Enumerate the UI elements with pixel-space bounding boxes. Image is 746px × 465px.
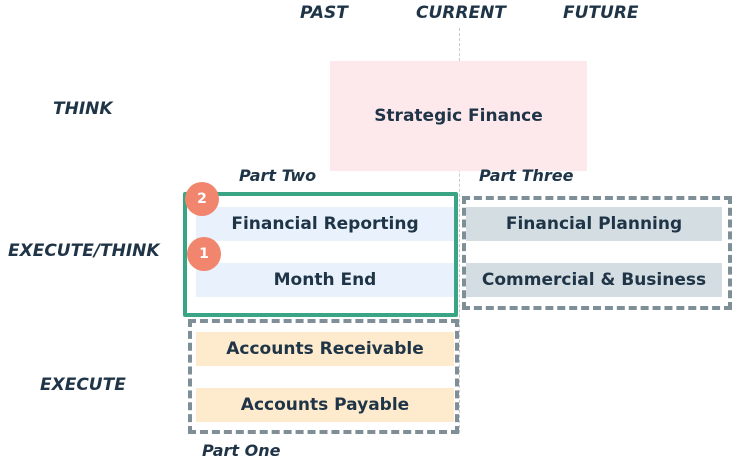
part-three-frame bbox=[462, 196, 732, 310]
financial-reporting-block: Financial Reporting bbox=[196, 207, 454, 241]
column-label-current: CURRENT bbox=[416, 3, 506, 23]
row-label-execute: EXECUTE bbox=[40, 375, 126, 395]
financial-planning-block: Financial Planning bbox=[466, 207, 722, 241]
accounts-receivable-block: Accounts Receivable bbox=[196, 332, 454, 366]
part-one-label: Part One bbox=[202, 441, 281, 460]
part-two-frame bbox=[183, 192, 458, 317]
month-end-block: Month End bbox=[196, 263, 454, 297]
row-label-execute-think: EXECUTE/THINK bbox=[8, 241, 160, 261]
part-three-label: Part Three bbox=[479, 166, 574, 185]
current-divider-line bbox=[459, 28, 460, 433]
step-badge-1: 1 bbox=[187, 237, 221, 271]
part-one-frame bbox=[188, 319, 459, 434]
accounts-payable-label: Accounts Payable bbox=[240, 395, 410, 415]
part-two-label: Part Two bbox=[239, 166, 317, 185]
financial-planning-label: Financial Planning bbox=[505, 214, 683, 234]
column-label-past: PAST bbox=[300, 3, 348, 23]
strategic-finance-block: Strategic Finance bbox=[330, 61, 587, 171]
commercial-business-block: Commercial & Business bbox=[466, 263, 722, 297]
accounts-payable-block: Accounts Payable bbox=[196, 388, 454, 422]
commercial-business-label: Commercial & Business bbox=[481, 270, 707, 290]
accounts-receivable-label: Accounts Receivable bbox=[226, 339, 424, 359]
month-end-label: Month End bbox=[273, 270, 377, 290]
row-label-think: THINK bbox=[53, 99, 113, 119]
strategic-finance-label: Strategic Finance bbox=[374, 106, 543, 126]
step-badge-2: 2 bbox=[185, 182, 219, 216]
financial-reporting-label: Financial Reporting bbox=[231, 214, 419, 234]
column-label-future: FUTURE bbox=[563, 3, 639, 23]
